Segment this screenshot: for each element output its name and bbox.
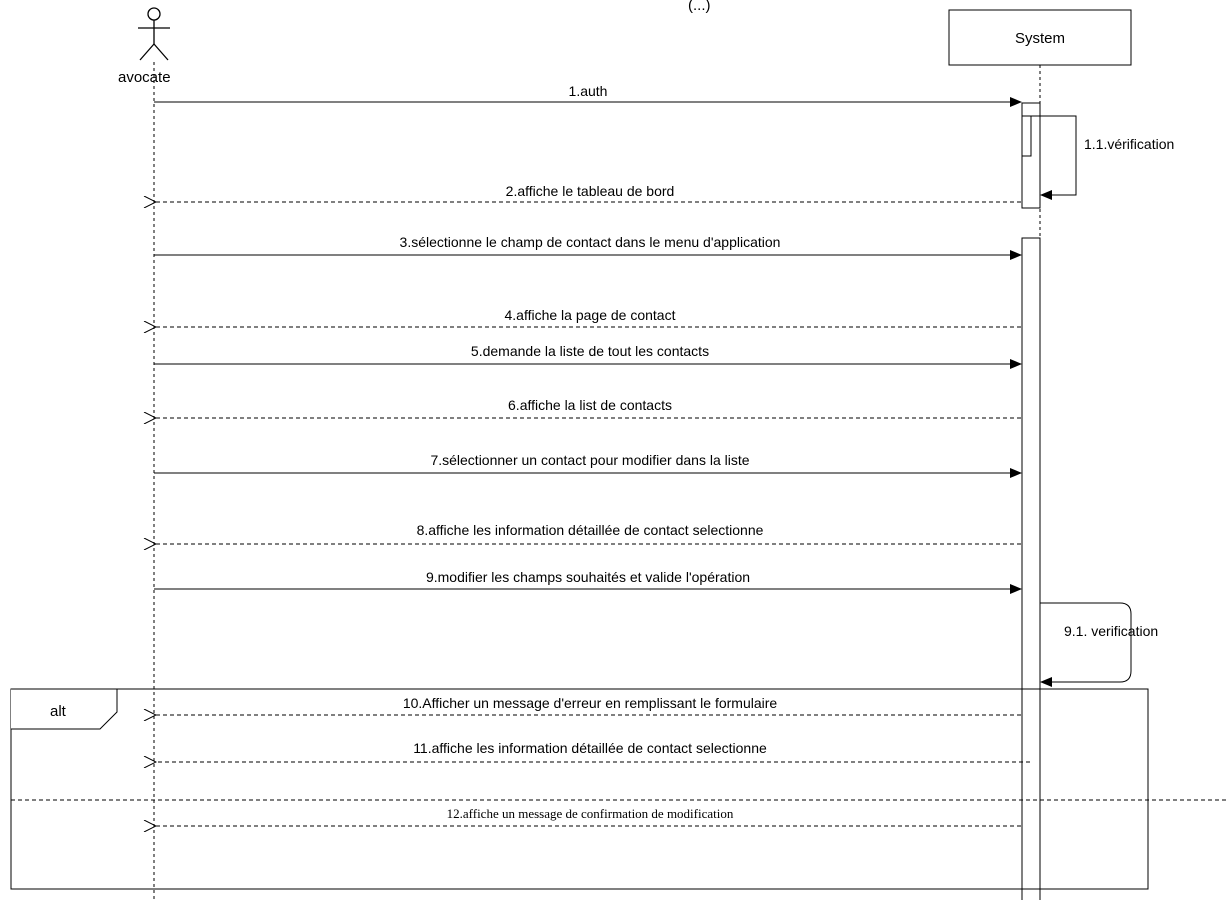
header-fragment: (...) <box>688 0 711 14</box>
message-4-label: 4.affiche la page de contact <box>505 307 676 323</box>
message-2-label: 2.affiche le tableau de bord <box>506 183 675 199</box>
message-7-label: 7.sélectionner un contact pour modifier … <box>430 452 749 468</box>
message-5-label: 5.demande la liste de tout les contacts <box>471 343 709 359</box>
message-10-label: 10.Afficher un message d'erreur en rempl… <box>403 695 778 711</box>
message-9-1-label: 9.1. verification <box>1064 623 1158 639</box>
message-1-label: 1.auth <box>569 83 608 99</box>
message-11-label: 11.affiche les information détaillée de … <box>413 740 767 756</box>
message-9-label: 9.modifier les champs souhaités et valid… <box>426 569 750 585</box>
message-3-label: 3.sélectionne le champ de contact dans l… <box>400 234 781 250</box>
system-box <box>948 9 1132 66</box>
alt-fragment <box>10 688 1149 890</box>
activation-bar-nested <box>1021 115 1032 157</box>
actor-icon <box>138 7 170 61</box>
message-8-label: 8.affiche les information détaillée de c… <box>417 522 764 538</box>
message-1-1-arrow <box>1031 115 1077 200</box>
alt-fragment-operator: alt <box>50 703 67 720</box>
system-name: System <box>1015 30 1065 47</box>
message-12-label: 12.affiche un message de confirmation de… <box>447 806 734 821</box>
actor-name: avocate <box>118 69 171 86</box>
message-9-1-arrow <box>1040 602 1132 687</box>
activation-bar-2 <box>1021 237 1041 900</box>
alt-fragment-tab <box>11 688 118 730</box>
message-6-label: 6.affiche la list de contacts <box>508 397 672 413</box>
message-1-1-label: 1.1.vérification <box>1084 136 1174 152</box>
